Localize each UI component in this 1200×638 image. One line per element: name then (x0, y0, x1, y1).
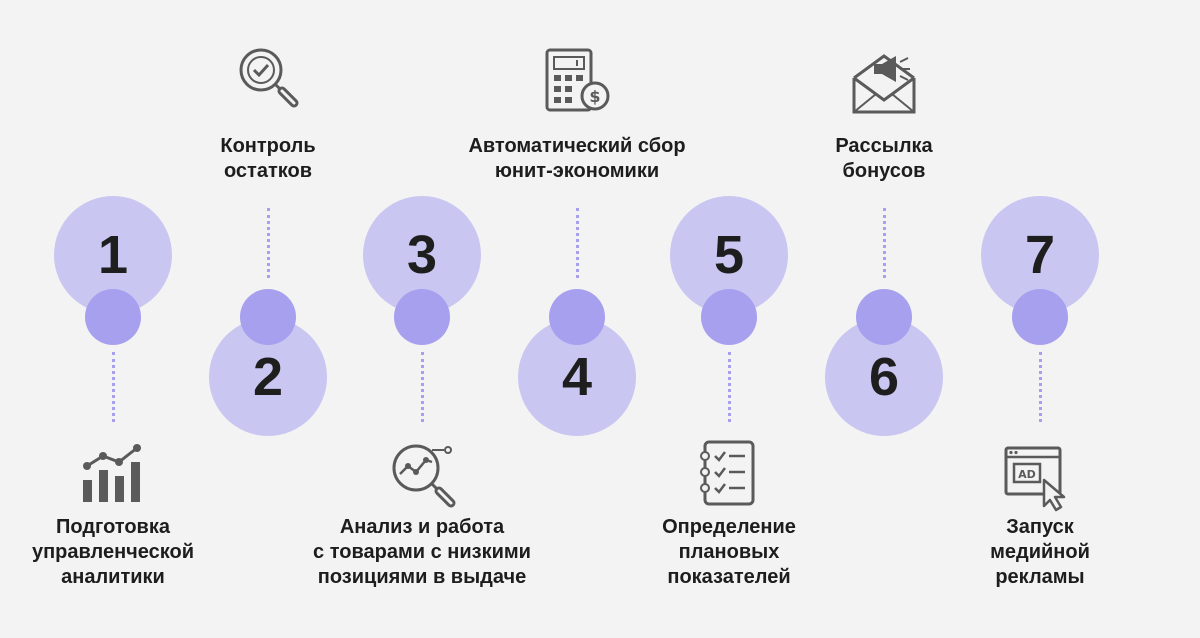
step-label: Запуск медийной рекламы (990, 516, 1090, 588)
ad-browser-cursor-icon: AD (1004, 446, 1076, 512)
magnifier-chart-icon (388, 440, 458, 508)
calculator-dollar-icon: $ (545, 48, 611, 114)
timeline-dot (240, 289, 296, 345)
dashed-connector (576, 208, 579, 278)
svg-text:AD: AD (1018, 468, 1036, 481)
timeline-dot (856, 289, 912, 345)
checklist-notepad-icon (695, 438, 761, 508)
step-number: 6 (868, 347, 900, 407)
magnifier-check-icon (235, 44, 301, 110)
step-number: 3 (406, 225, 438, 285)
dashed-connector (728, 352, 731, 422)
step-label: Контроль остатков (220, 135, 316, 182)
step-label: Рассылка бонусов (835, 135, 933, 182)
dashed-connector (112, 352, 115, 422)
dashed-connector (883, 208, 886, 278)
timeline-dot (1012, 289, 1068, 345)
svg-text:$: $ (589, 87, 600, 106)
step-label: Подготовка управленческой аналитики (31, 516, 195, 588)
step-label: Определение плановых показателей (662, 516, 796, 588)
bar-chart-growth-icon (79, 442, 147, 504)
step-number: 4 (561, 347, 593, 407)
step-label: Анализ и работа с товарами с низкими поз… (313, 516, 531, 588)
timeline-dot (85, 289, 141, 345)
dashed-connector (267, 208, 270, 278)
timeline-dot (394, 289, 450, 345)
envelope-megaphone-icon (852, 50, 920, 116)
step-number: 1 (97, 225, 129, 285)
step-number: 7 (1024, 225, 1056, 285)
dashed-connector (421, 352, 424, 422)
step-label: Автоматический сбор юнит-экономики (468, 135, 686, 182)
timeline-dot (701, 289, 757, 345)
dashed-connector (1039, 352, 1042, 422)
step-number: 5 (713, 225, 745, 285)
step-number: 2 (252, 347, 284, 407)
timeline-dot (549, 289, 605, 345)
